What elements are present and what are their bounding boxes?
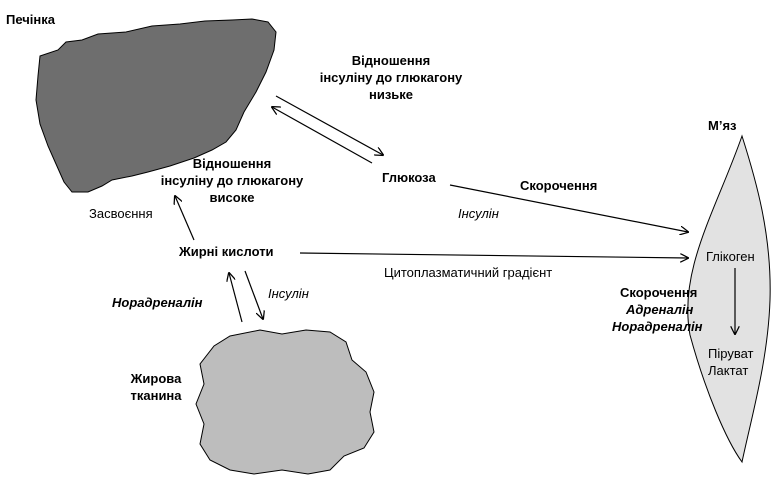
muscle-shape [688,136,770,462]
muscle-label: М’яз [708,117,737,134]
contraction-muscle-label: Скорочення [620,284,697,301]
insulin-fatty-label: Інсулін [268,285,309,302]
adrenaline-label: Адреналін [626,301,693,318]
assimilation-label: Засвоєння [89,205,153,222]
glucose-label: Глюкоза [382,169,436,186]
lactate-label: Лактат [708,362,748,379]
ratio-low-line3: низьке [266,86,516,103]
adipose-label: Жирова тканина [126,370,186,404]
ratio-high-line3: високе [107,189,357,206]
insulin-glucose-label: Інсулін [458,205,499,222]
fatty-acids-label: Жирні кислоти [179,243,274,260]
fatty-acids-to-adipose-arrow [245,271,263,319]
ratio-high-label: Відношення інсуліну до глюкагону високе [107,155,357,206]
adipose-shape [196,330,374,474]
adipose-label-line2: тканина [126,387,186,404]
ratio-low-label: Відношення інсуліну до глюкагону низьке [266,52,516,103]
norepinephrine-muscle-label: Норадреналін [612,318,703,335]
contraction-top-label: Скорочення [520,177,597,194]
ratio-low-line2: інсуліну до глюкагону [266,69,516,86]
liver-to-glucose-arrow [276,96,383,155]
ratio-low-line1: Відношення [266,52,516,69]
fatty-acids-to-muscle-arrow [300,253,688,258]
ratio-high-line1: Відношення [107,155,357,172]
glycogen-label: Глікоген [706,248,755,265]
cytoplasmic-gradient-label: Цитоплазматичний градієнт [384,264,552,281]
adipose-to-fatty-acids-arrow [229,273,242,322]
norepinephrine-left-label: Норадреналін [112,294,203,311]
pyruvate-label: Піруват [708,345,753,362]
liver-label: Печінка [6,11,55,28]
ratio-high-line2: інсуліну до глюкагону [107,172,357,189]
adipose-label-line1: Жирова [126,370,186,387]
